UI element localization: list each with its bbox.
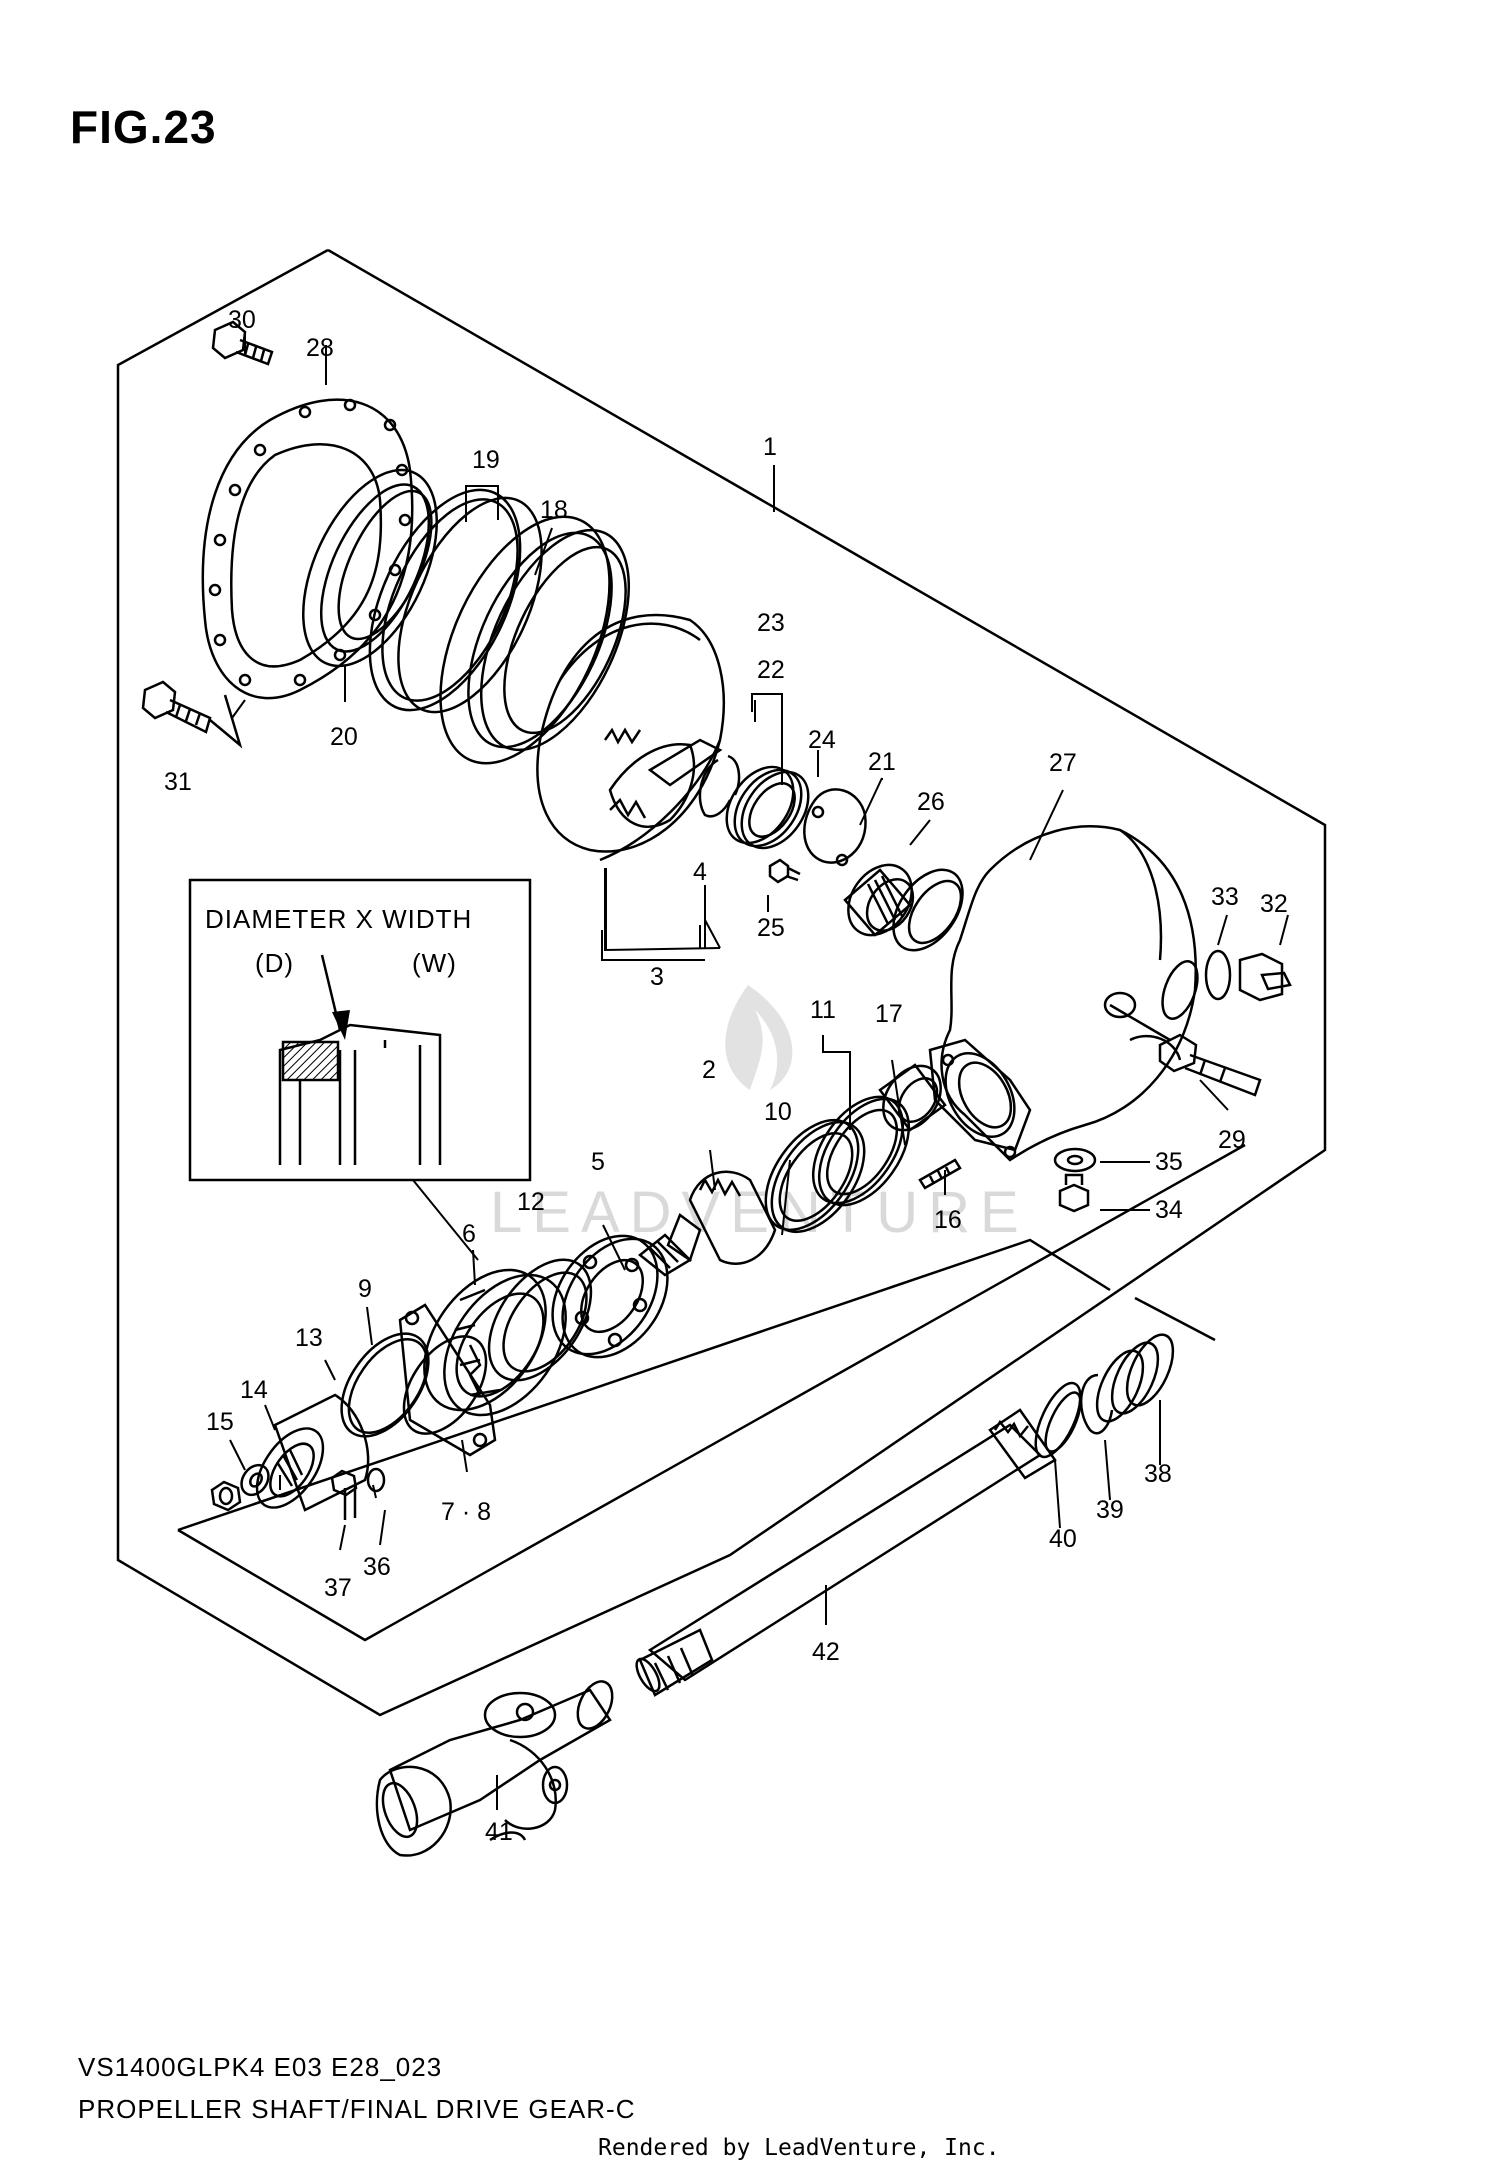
callout-25: 25 — [757, 914, 785, 942]
drain-plug-34 — [1058, 1173, 1090, 1213]
gasket-28 — [201, 398, 414, 700]
spring-38 — [1095, 1333, 1175, 1423]
ring-gear-3 — [536, 613, 725, 862]
callout-18: 18 — [540, 496, 568, 524]
callout-33: 33 — [1211, 883, 1239, 911]
callout-15: 15 — [206, 1408, 234, 1436]
o-ring-33 — [1204, 949, 1232, 1001]
dimension-inset: DIAMETER X WIDTH (D) (W) — [188, 878, 532, 1261]
seal-cross-section — [278, 1023, 442, 1165]
figure-title: FIG.23 — [70, 101, 217, 153]
callout-39: 39 — [1096, 1496, 1124, 1524]
callout-35: 35 — [1155, 1148, 1183, 1176]
callout-34: 34 — [1155, 1196, 1183, 1224]
callout-28: 28 — [306, 334, 334, 362]
callout-9: 9 — [358, 1275, 372, 1303]
callout-27: 27 — [1049, 749, 1077, 777]
section-name: PROPELLER SHAFT/FINAL DRIVE GEAR-C — [78, 2094, 636, 2124]
shim-22 — [725, 765, 810, 850]
callout-41: 41 — [485, 1818, 513, 1846]
oil-seal-26 — [892, 868, 964, 952]
inset-heading: DIAMETER X WIDTH — [205, 904, 472, 934]
universal-joint-41 — [375, 1680, 614, 1857]
callout-17: 17 — [875, 1000, 903, 1028]
callout-13: 13 — [295, 1324, 323, 1352]
washer-14 — [240, 1463, 270, 1497]
callout-40: 40 — [1049, 1525, 1077, 1553]
bearing-18 — [439, 515, 631, 765]
callout-38: 38 — [1144, 1460, 1172, 1488]
callout-24: 24 — [808, 726, 836, 754]
circlip-39 — [1079, 1373, 1114, 1435]
callout-11: 11 — [810, 996, 836, 1024]
coupling-13 — [255, 1393, 370, 1512]
callout-29: 29 — [1218, 1126, 1246, 1154]
bearing-17 — [878, 1063, 947, 1132]
callout-16: 16 — [934, 1206, 962, 1234]
callout-32: 32 — [1260, 890, 1288, 918]
callout-12: 12 — [517, 1188, 545, 1216]
callout-14: 14 — [240, 1376, 268, 1404]
assembly-boundary — [116, 248, 1327, 1717]
retainer-24 — [803, 788, 867, 867]
washer-35 — [1053, 1147, 1097, 1173]
needle-bearing-21 — [843, 863, 915, 937]
render-credit: Rendered by LeadVenture, Inc. — [598, 2135, 1000, 2161]
gear-housing-27 — [928, 825, 1199, 1162]
callout-30: 30 — [228, 306, 256, 334]
inset-w-label: (W) — [412, 948, 457, 978]
pinion-housing-7-8 — [398, 1303, 497, 1457]
callout-26: 26 — [917, 788, 945, 816]
plug-32 — [1238, 952, 1292, 1002]
leader-lines — [229, 335, 1289, 1810]
callout-31: 31 — [164, 768, 192, 796]
shim-12 — [487, 1258, 593, 1382]
callout-2: 2 — [702, 1056, 716, 1084]
nut-15 — [210, 1480, 242, 1512]
callout-labels: 1 2 3 4 5 6 7 · 8 9 10 11 12 13 14 15 16… — [164, 306, 1288, 1846]
breather-29 — [1158, 1033, 1262, 1097]
callout-23: 23 — [757, 609, 785, 637]
bolt-31 — [141, 680, 243, 749]
shim-19 — [368, 488, 543, 714]
shim-10 — [764, 1118, 866, 1234]
bolt-37 — [330, 1469, 358, 1520]
callout-3: 3 — [650, 963, 664, 991]
callout-7-8: 7 · 8 — [441, 1498, 491, 1526]
callout-21: 21 — [868, 748, 896, 776]
propeller-shaft-42 — [635, 1408, 1057, 1697]
bearing-retainer-6 — [423, 1268, 567, 1417]
callout-42: 42 — [812, 1638, 840, 1666]
callout-22: 22 — [757, 656, 785, 684]
callout-5: 5 — [591, 1148, 605, 1176]
o-ring-9 — [340, 1332, 430, 1438]
bolt-25 — [768, 858, 801, 884]
callout-4: 4 — [693, 858, 707, 886]
callout-19: 19 — [472, 446, 500, 474]
callout-37: 37 — [324, 1574, 352, 1602]
oil-seal-20 — [302, 468, 438, 668]
circlip-4 — [698, 754, 741, 818]
callout-20: 20 — [330, 723, 358, 751]
washer-36 — [366, 1467, 386, 1493]
inset-d-label: (D) — [255, 948, 294, 978]
callout-6: 6 — [462, 1220, 476, 1248]
stud-16 — [918, 1158, 962, 1190]
callout-36: 36 — [363, 1553, 391, 1581]
bolt-30 — [211, 320, 274, 366]
callout-10: 10 — [764, 1098, 792, 1126]
callout-1: 1 — [763, 433, 777, 461]
model-code: VS1400GLPK4 E03 E28_023 — [78, 2052, 443, 2082]
